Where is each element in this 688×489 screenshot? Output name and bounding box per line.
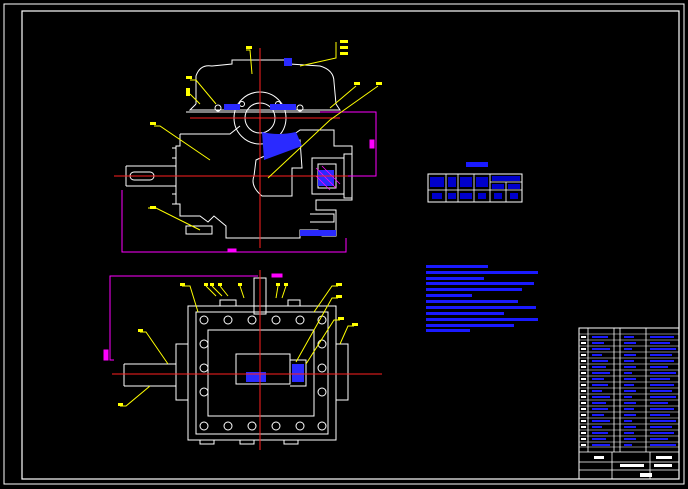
plan-input-shaft [123,363,176,387]
title-block-text [594,456,672,477]
plan-centerlines [112,270,382,450]
plan-bottom-lugs [199,440,299,445]
cover-lugs [186,103,344,113]
front-leader-dots [150,40,382,209]
plan-view [123,277,349,445]
outer-border [3,3,685,485]
plan-inner-flange [195,311,329,435]
title-block [578,327,680,480]
plan-inner-cavity [207,329,315,417]
inner-border [21,10,680,480]
front-centerlines [114,48,360,248]
front-view [125,59,353,239]
spec-table-title-bar [466,162,488,167]
technical-notes [426,265,538,332]
bevel-gear [252,139,303,197]
plan-leader-dots [118,283,358,406]
plan-right-bearing [290,359,307,387]
spec-table [427,162,523,203]
plan-gear-block [235,353,291,385]
plan-hatching [246,364,304,382]
body-upper-left [180,125,241,135]
left-flange [172,147,176,205]
parts-list-entries [592,336,676,446]
parts-list-rows [579,333,679,448]
plan-right-cap [335,343,349,401]
parts-list-numbers [581,336,586,446]
parts-list-frame [578,327,680,480]
spec-table-frame [427,173,523,203]
plan-left-cap [175,343,189,401]
bottom-feet [185,213,335,235]
plan-dimensions [103,273,283,361]
parts-list-columns [579,328,679,479]
top-cover-outline [195,59,337,105]
plan-top-lugs [219,299,301,306]
front-view-hatching [224,58,336,236]
front-dimensions [121,111,377,253]
front-view-hatch-lines [315,165,341,191]
